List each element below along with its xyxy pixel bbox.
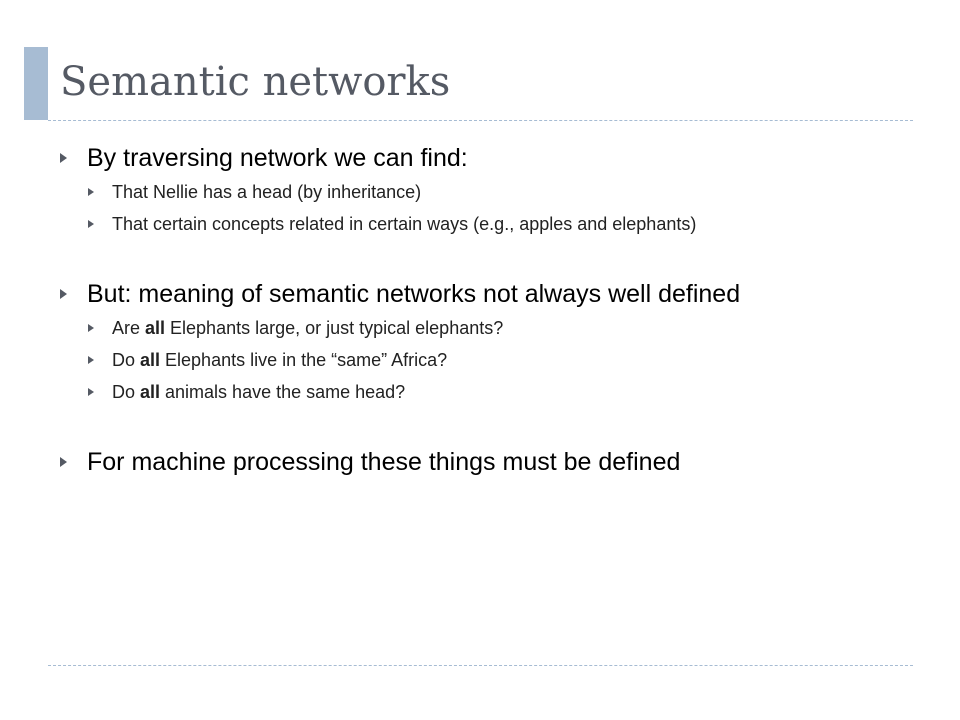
bullet-arrow-icon	[60, 153, 67, 163]
sub-bullet-text: Are all Elephants large, or just typical…	[112, 317, 504, 338]
bullet-arrow-icon	[88, 388, 94, 396]
bullet-arrow-icon	[88, 356, 94, 364]
bullet-gap	[60, 408, 930, 444]
bullet-text: For machine processing these things must…	[87, 447, 681, 476]
bullet-arrow-icon	[88, 324, 94, 332]
sub-bullet-text: Do all Elephants live in the “same” Afri…	[112, 349, 448, 370]
bullet-machine-processing: For machine processing these things must…	[60, 444, 930, 480]
bullet-arrow-icon	[88, 220, 94, 228]
bullet-gap	[60, 240, 930, 276]
sub-bullet-text: Do all animals have the same head?	[112, 381, 406, 402]
bullet-meaning: But: meaning of semantic networks not al…	[60, 276, 930, 312]
sub-bullet-text: That certain concepts related in certain…	[112, 213, 697, 234]
bullet-arrow-icon	[60, 457, 67, 467]
bullet-text: By traversing network we can find:	[87, 143, 468, 172]
sub-bullet-related-concepts: That certain concepts related in certain…	[60, 208, 930, 240]
title-accent-bar	[24, 47, 48, 120]
bullet-traversing: By traversing network we can find:	[60, 140, 930, 176]
slide-body: By traversing network we can find: That …	[60, 140, 930, 480]
slide-title: Semantic networks	[60, 59, 451, 105]
title-divider	[48, 120, 913, 121]
sub-bullet-nellie-head: That Nellie has a head (by inheritance)	[60, 176, 930, 208]
bullet-text: But: meaning of semantic networks not al…	[87, 279, 741, 308]
sub-bullet-same-head: Do all animals have the same head?	[60, 376, 930, 408]
footer-divider	[48, 665, 913, 666]
sub-bullet-elephants-large: Are all Elephants large, or just typical…	[60, 312, 930, 344]
sub-bullet-same-africa: Do all Elephants live in the “same” Afri…	[60, 344, 930, 376]
sub-bullet-text: That Nellie has a head (by inheritance)	[112, 181, 422, 202]
bullet-arrow-icon	[60, 289, 67, 299]
bullet-arrow-icon	[88, 188, 94, 196]
